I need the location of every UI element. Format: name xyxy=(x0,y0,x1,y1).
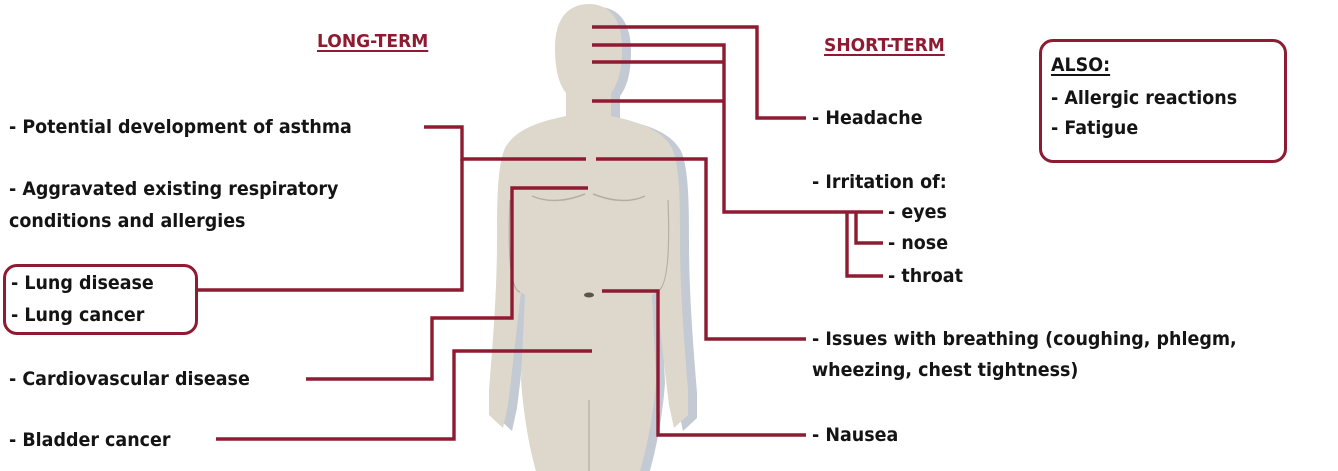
irritation-nose: - nose xyxy=(888,228,948,258)
long-term-asthma: - Potential development of asthma xyxy=(9,112,352,142)
long-term-lung-cancer: - Lung cancer xyxy=(11,300,144,330)
short-term-breathing-line1: - Issues with breathing (coughing, phleg… xyxy=(812,324,1237,354)
human-body-figure xyxy=(489,4,697,471)
long-term-bladder: - Bladder cancer xyxy=(9,425,170,455)
long-term-respiratory-line2: conditions and allergies xyxy=(9,206,245,236)
connector-nose xyxy=(856,212,883,243)
long-term-respiratory-line1: - Aggravated existing respiratory xyxy=(9,174,338,204)
irritation-eyes: - eyes xyxy=(888,197,947,227)
short-term-nausea: - Nausea xyxy=(812,420,898,450)
irritation-throat: - throat xyxy=(888,261,963,291)
long-term-cardiovascular: - Cardiovascular disease xyxy=(9,364,250,394)
also-title: ALSO: xyxy=(1051,50,1110,80)
short-term-irritation: - Irritation of: xyxy=(812,167,947,197)
also-item-allergic: - Allergic reactions xyxy=(1051,83,1237,113)
also-item-fatigue: - Fatigue xyxy=(1051,113,1138,143)
short-term-heading: SHORT-TERM xyxy=(824,34,945,58)
long-term-lung-disease: - Lung disease xyxy=(11,268,154,298)
short-term-breathing-line2: wheezing, chest tightness) xyxy=(812,355,1078,385)
long-term-heading: LONG-TERM xyxy=(317,30,428,54)
navel xyxy=(584,293,594,298)
short-term-headache: - Headache xyxy=(812,103,923,133)
